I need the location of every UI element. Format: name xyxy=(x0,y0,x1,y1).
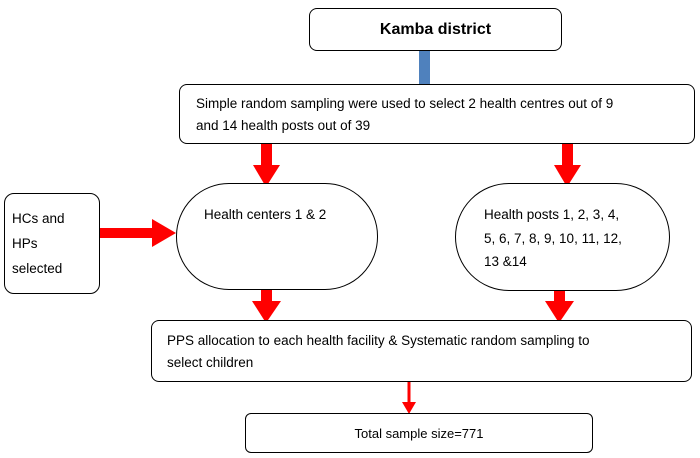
node-selected-line-3: selected xyxy=(12,261,63,276)
node-health-posts-line-2: 5, 6, 7, 8, 9, 10, 11, 12, xyxy=(484,230,622,246)
arrow-selected-to-health-centers xyxy=(100,219,176,247)
node-sampling-line-2: and 14 health posts out of 39 xyxy=(196,118,371,133)
node-pps-line-2: select children xyxy=(167,355,254,370)
node-pps-allocation: PPS allocation to each health facility &… xyxy=(151,320,692,382)
node-selected-line-2: HPs xyxy=(12,236,38,251)
node-total-sample-size: Total sample size=771 xyxy=(245,413,593,453)
node-health-centers: Health centers 1 & 2 xyxy=(176,183,378,290)
node-total-label: Total sample size=771 xyxy=(354,425,484,441)
node-sampling-line-1: Simple random sampling were used to sele… xyxy=(196,96,614,111)
node-health-posts-line-1: Health posts 1, 2, 3, 4, xyxy=(484,207,620,222)
arrow-sampling-to-health-posts xyxy=(554,140,581,187)
node-health-posts: Health posts 1, 2, 3, 4, 5, 6, 7, 8, 9, … xyxy=(455,183,670,291)
node-health-centers-label: Health centers 1 & 2 xyxy=(204,207,327,222)
arrow-sampling-to-health-centers xyxy=(253,140,280,187)
node-kamba-district: Kamba district xyxy=(309,8,562,51)
connector-district-to-sampling xyxy=(419,51,430,84)
node-pps-line-1: PPS allocation to each health facility &… xyxy=(167,333,590,348)
node-selected-line-1: HCs and xyxy=(12,211,65,226)
node-kamba-district-label: Kamba district xyxy=(379,21,492,38)
node-health-posts-line-3: 13 &14 xyxy=(484,254,527,269)
node-simple-random-sampling: Simple random sampling were used to sele… xyxy=(179,84,695,144)
node-hcs-hps-selected: HCs and HPs selected xyxy=(4,193,100,294)
